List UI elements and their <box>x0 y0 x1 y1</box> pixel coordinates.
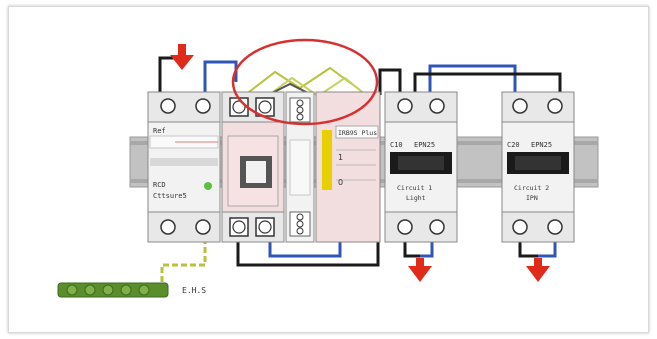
breaker-terminal <box>547 219 563 235</box>
output-wire-2b <box>538 238 557 258</box>
breaker-1-circuit-label: Light <box>406 194 426 202</box>
breaker-terminal <box>512 98 528 114</box>
earth-wire <box>120 238 207 292</box>
arrow-down-icon <box>526 258 550 282</box>
top-link-phase-2 <box>413 72 562 95</box>
rcd-terminal <box>160 219 176 235</box>
breaker-terminal <box>429 219 445 235</box>
breaker-circuit-2: C20 EPN25 Circuit 2 IPN <box>501 91 575 243</box>
top-link-phase <box>378 68 402 95</box>
rcd-label-line2: Cttsure5 <box>153 192 187 200</box>
rcd-top-label: Ref <box>153 127 166 135</box>
highlight-wire-dark <box>267 82 313 96</box>
breaker-circuit-1: C10 EPN25 Circuit 1 Light <box>384 91 458 243</box>
svg-text:1: 1 <box>338 153 343 162</box>
svg-text:0: 0 <box>338 178 343 187</box>
breaker-2-circuit-label: IPN <box>526 194 538 202</box>
rcd-label-line1: RCD <box>153 181 166 189</box>
arrow-down-icon <box>408 258 432 282</box>
bottom-link-phase <box>236 238 380 267</box>
breaker-terminal <box>397 98 413 114</box>
rcd-module: Ref RCD Cttsure5 <box>147 91 221 243</box>
earth-bar: E.H.S <box>57 282 206 298</box>
rcd-terminal <box>195 98 211 114</box>
breaker-2-name: Circuit 2 <box>514 184 549 192</box>
output-wire-1 <box>403 238 420 258</box>
breaker-1-name: Circuit 1 <box>397 184 432 192</box>
breaker-terminal <box>429 98 445 114</box>
earth-bar-label: E.H.S <box>182 286 206 295</box>
breaker-terminal <box>397 219 413 235</box>
control-module-badge: IRB9S Plus <box>338 129 377 137</box>
breaker-1-rating: C10 <box>390 141 403 149</box>
rcd-test-indicator <box>204 182 212 190</box>
rcd-terminal <box>195 219 211 235</box>
top-link-neutral <box>428 64 517 95</box>
breaker-terminal <box>512 219 528 235</box>
supply-neutral-wire <box>203 60 238 95</box>
breaker-1-type: EPN25 <box>414 141 435 149</box>
breaker-2-type: EPN25 <box>531 141 552 149</box>
aux-module <box>285 91 315 243</box>
bottom-link-neutral <box>268 238 342 258</box>
output-wire-2 <box>518 238 538 258</box>
rcd-terminal <box>160 98 176 114</box>
control-module <box>221 91 285 243</box>
breaker-2-rating: C20 <box>507 141 520 149</box>
output-wire-1b <box>420 238 434 258</box>
highlight-ellipse <box>231 38 379 126</box>
breaker-terminal <box>547 98 563 114</box>
arrow-down-icon <box>170 44 194 70</box>
